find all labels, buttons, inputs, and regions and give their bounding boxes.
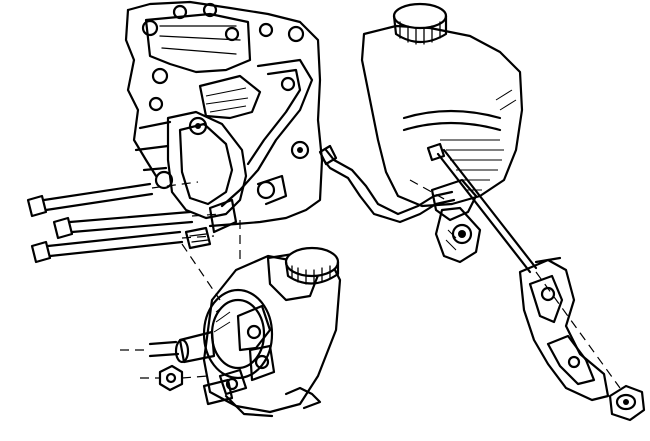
remote-reservoir	[360, 2, 524, 264]
reservoir-stud	[426, 142, 621, 389]
mounting-nut-left	[140, 364, 209, 392]
mounting-bracket	[518, 256, 610, 402]
mounting-bolts	[26, 181, 221, 264]
mounting-nut-right	[608, 384, 646, 422]
hose-line	[318, 144, 456, 224]
engine-block-mount	[124, 0, 324, 234]
power-steering-pump-assembly	[120, 246, 342, 418]
stud-bolt	[184, 226, 212, 250]
bolt-upper	[26, 181, 199, 218]
alignment-lines	[181, 220, 241, 301]
bolt-middle	[52, 210, 221, 240]
